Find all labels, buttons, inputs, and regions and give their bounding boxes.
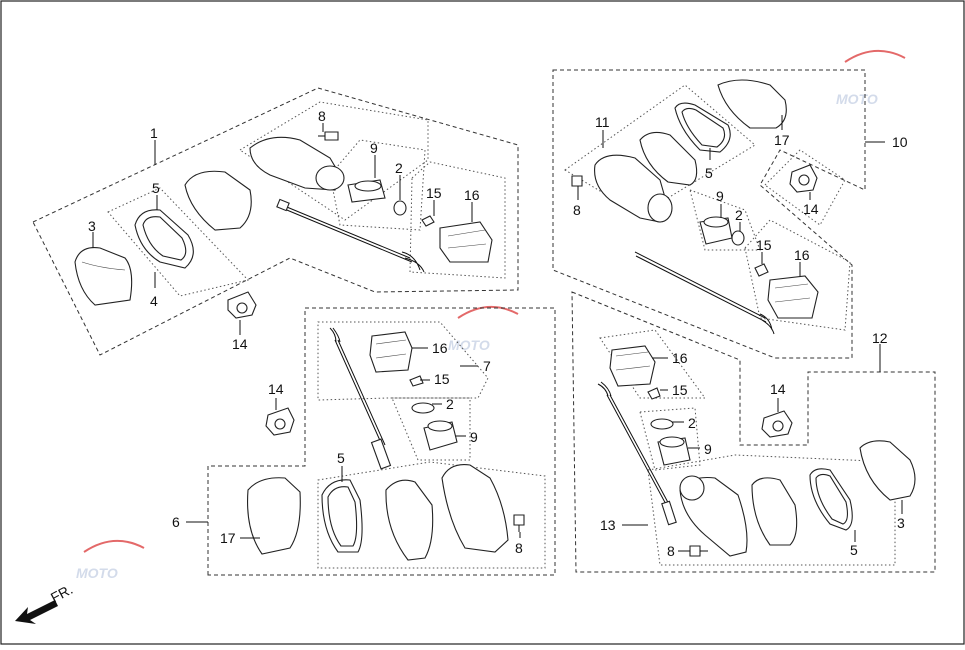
bulb-holder-part [369, 331, 413, 373]
callout-16: 16 [432, 340, 448, 356]
arrow-icon [15, 600, 58, 624]
callout-14: 14 [803, 201, 819, 217]
callout-13: 13 [600, 517, 616, 533]
callout-16: 16 [464, 187, 480, 203]
assembly-group-6: 14 6 17 16 15 7 2 9 5 8 [172, 307, 556, 576]
callout-4: 4 [150, 293, 158, 309]
callout-9: 9 [370, 140, 378, 156]
housing-part [184, 170, 252, 231]
callout-11: 11 [595, 114, 610, 130]
screw-part [689, 545, 701, 557]
callout-15: 15 [426, 185, 442, 201]
lens-part [717, 79, 787, 129]
lens-part [859, 440, 916, 501]
lens-part [247, 477, 301, 555]
callout-5: 5 [337, 450, 345, 466]
callout-2: 2 [395, 160, 403, 176]
callout-5: 5 [152, 180, 160, 196]
callout-8: 8 [667, 543, 675, 559]
seal-part [411, 402, 435, 414]
seal-part [650, 418, 674, 430]
screw-part [571, 175, 583, 187]
callout-9: 9 [704, 441, 712, 457]
wire-harness [634, 251, 767, 323]
callout-6: 6 [172, 514, 180, 530]
callout-3: 3 [88, 218, 96, 234]
callout-15: 15 [672, 382, 688, 398]
callout-15: 15 [434, 371, 450, 387]
callout-9: 9 [716, 188, 724, 204]
lens-part [74, 247, 133, 306]
small-screw-part [754, 263, 769, 277]
bulb-holder-part [609, 345, 656, 387]
housing-part [751, 477, 798, 546]
callout-5: 5 [850, 542, 858, 558]
wire-harness [606, 394, 672, 509]
callout-1: 1 [150, 125, 158, 141]
callout-5: 5 [705, 165, 713, 181]
callout-2: 2 [446, 396, 454, 412]
assembly-group-12: 12 13 16 15 2 9 14 8 5 3 [571, 291, 936, 573]
housing-part [385, 479, 434, 561]
callout-7: 7 [483, 358, 491, 374]
callout-8: 8 [515, 540, 523, 556]
front-direction-indicator: FR. [15, 581, 75, 624]
wire-harness [281, 204, 413, 263]
assembly-group-1: 1 3 5 4 8 9 2 15 16 14 [32, 87, 519, 356]
callout-14: 14 [770, 381, 786, 397]
callout-8: 8 [573, 202, 581, 218]
svg-text:MOTO: MOTO [836, 91, 878, 107]
wire-harness [334, 339, 386, 446]
turn-signal-body-part [441, 463, 509, 553]
callout-17: 17 [220, 530, 236, 546]
callout-8: 8 [318, 108, 326, 124]
callout-14: 14 [232, 336, 248, 352]
housing-part [639, 131, 698, 186]
assembly-group-10: 10 11 5 17 8 9 2 14 15 16 [552, 69, 908, 359]
screw-part [513, 514, 525, 526]
callout-16: 16 [794, 247, 810, 263]
callout-2: 2 [735, 207, 743, 223]
callout-9: 9 [470, 429, 478, 445]
watermark-logo: MOTO MOTO MOTO [76, 49, 906, 581]
callout-2: 2 [688, 415, 696, 431]
callout-14: 14 [268, 381, 284, 397]
callout-10: 10 [892, 134, 908, 150]
callout-15: 15 [756, 237, 772, 253]
small-screw-part [647, 387, 661, 400]
callout-3: 3 [897, 515, 905, 531]
seal-part [393, 200, 407, 216]
small-screw-part [409, 375, 424, 387]
svg-text:MOTO: MOTO [448, 337, 490, 353]
callout-12: 12 [872, 330, 888, 346]
svg-text:MOTO: MOTO [76, 565, 118, 581]
bulb-holder-part [439, 221, 493, 263]
callout-17: 17 [774, 132, 790, 148]
small-screw-part [421, 215, 435, 227]
bulb-holder-part [767, 275, 819, 319]
seal-part [731, 230, 745, 246]
screw-part [324, 131, 339, 141]
callout-16: 16 [672, 350, 688, 366]
